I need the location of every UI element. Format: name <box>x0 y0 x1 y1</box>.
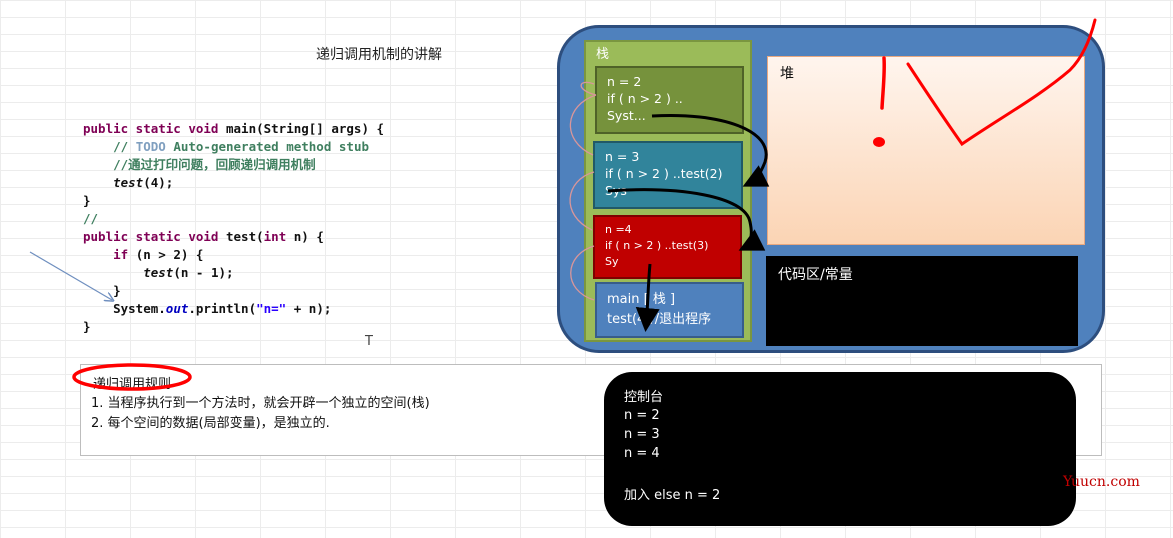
call-loop <box>569 94 597 156</box>
rule-item-2: 2. 每个空间的数据(局部变量)，是独立的. <box>91 416 330 431</box>
code-block: public static void main(String[] args) {… <box>83 120 384 336</box>
code-line-4: test(4); <box>113 175 174 190</box>
code-line-2: // TODO Auto-generated method stub <box>83 139 369 154</box>
rule-item-1: 1. 当程序执行到一个方法时，就会开辟一个独立的空间(栈) <box>91 396 430 411</box>
code-line-12: } <box>83 319 91 334</box>
code-area-label: 代码区/常量 <box>778 267 853 283</box>
frame-line: n =4 <box>605 223 632 236</box>
code-line-3: //通过打印问题，回顾递归调用机制 <box>83 157 316 172</box>
stack-label: 栈 <box>596 47 610 62</box>
page-title: 递归调用机制的讲解 <box>316 47 442 63</box>
console-line: n = 4 <box>624 446 660 461</box>
frame-line: n = 3 <box>605 149 640 164</box>
heap-label: 堆 <box>780 66 794 82</box>
frame-line: main [ 栈 ] <box>607 292 676 307</box>
frame-line: if ( n > 2 ) ..test(2) <box>605 166 723 181</box>
call-loop <box>570 245 595 301</box>
code-line-10: } <box>83 283 121 298</box>
code-line-8: if (n > 2) { <box>113 247 204 262</box>
return-arrow <box>651 113 770 187</box>
call-loop <box>580 81 597 96</box>
text-cursor-icon: T <box>365 334 373 349</box>
console-title: 控制台 <box>624 390 664 405</box>
stack-frame-n3: n = 3 if ( n > 2 ) ..test(2) Sys <box>593 141 743 209</box>
red-circle-annotation <box>72 363 192 391</box>
console-line: n = 3 <box>624 427 660 442</box>
console-panel: 控制台 n = 2 n = 3 n = 4 加入 else n = 2 <box>604 372 1076 526</box>
stack-frame-n2: n = 2 if ( n > 2 ) .. Syst... <box>595 66 744 134</box>
frame-line: if ( n > 2 ) .. <box>607 91 683 106</box>
frame-line: if ( n > 2 ) ..test(3) <box>605 239 709 252</box>
stack-frame-n4: n =4 if ( n > 2 ) ..test(3) Sy <box>593 215 742 279</box>
code-line-11: System.out.println("n=" + n); <box>83 301 332 316</box>
code-line-1: public static void main(String[] args) { <box>83 121 385 136</box>
red-scribble <box>906 18 1097 147</box>
return-arrow <box>635 263 660 332</box>
frame-line: Syst... <box>607 108 646 123</box>
code-constant-area: 代码区/常量 <box>766 256 1078 346</box>
red-scribble <box>880 56 886 110</box>
code-line-9: test(n - 1); <box>143 265 234 280</box>
red-scribble-dot <box>873 137 885 147</box>
frame-line: Sy <box>605 255 619 268</box>
code-line-5: } <box>83 193 91 208</box>
code-line-7: public static void test(int n) { <box>83 229 324 244</box>
pointer-arrow <box>29 251 112 300</box>
frame-line: n = 2 <box>607 74 642 89</box>
watermark: Yuucn.com <box>1063 474 1140 490</box>
heap-area: 堆 <box>767 56 1085 245</box>
return-arrow <box>607 188 766 251</box>
console-line: n = 2 <box>624 408 660 423</box>
call-loop <box>569 171 595 231</box>
code-line-6: // <box>83 211 99 226</box>
console-line: 加入 else n = 2 <box>624 488 721 503</box>
